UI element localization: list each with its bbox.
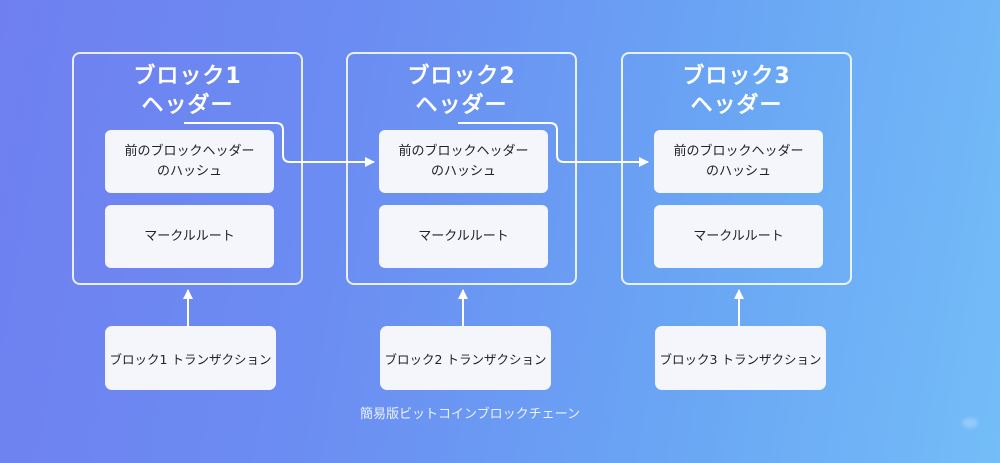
block-title-line1: ブロック1	[133, 64, 242, 89]
link-arrow-block2-to-block3	[458, 122, 649, 167]
block-2-title: ブロック2 ヘッダー	[348, 62, 575, 120]
merkle-root-label: マークルルート	[144, 228, 235, 244]
merkle-root-label: マークルルート	[418, 228, 509, 244]
sparkle-decoration	[962, 418, 978, 428]
prev-hash-line1: 前のブロックヘッダー	[124, 143, 255, 159]
merkle-root-label: マークルルート	[693, 228, 784, 244]
block-title-line1: ブロック2	[407, 64, 516, 89]
block-title-line1: ブロック3	[682, 64, 791, 89]
diagram-caption: 簡易版ビットコインブロックチェーン	[360, 407, 580, 422]
prev-hash-line1: 前のブロックヘッダー	[398, 143, 529, 159]
prev-hash-line2: のハッシュ	[156, 163, 222, 179]
transactions-label: ブロック2 トランザクション	[384, 351, 547, 367]
block-3-header: ブロック3 ヘッダー 前のブロックヘッダー のハッシュ マークルルート	[621, 52, 852, 285]
prev-hash-box: 前のブロックヘッダー のハッシュ	[654, 130, 823, 193]
transactions-label: ブロック1 トランザクション	[109, 351, 272, 367]
prev-hash-box: 前のブロックヘッダー のハッシュ	[105, 130, 274, 193]
transactions-label: ブロック3 トランザクション	[659, 351, 822, 367]
block-title-line2: ヘッダー	[690, 93, 783, 118]
prev-hash-line1: 前のブロックヘッダー	[673, 143, 804, 159]
merkle-root-box: マークルルート	[654, 205, 823, 268]
block-3-title: ブロック3 ヘッダー	[623, 62, 850, 120]
block-2-transactions: ブロック2 トランザクション	[380, 326, 551, 390]
block-title-line2: ヘッダー	[141, 93, 234, 118]
block-2-header: ブロック2 ヘッダー 前のブロックヘッダー のハッシュ マークルルート	[346, 52, 577, 285]
merkle-root-box: マークルルート	[105, 205, 274, 268]
prev-hash-line2: のハッシュ	[705, 163, 771, 179]
link-arrow-block1-to-block2	[184, 122, 375, 167]
block-1-title: ブロック1 ヘッダー	[74, 62, 301, 120]
block-1-header: ブロック1 ヘッダー 前のブロックヘッダー のハッシュ マークルルート	[72, 52, 303, 285]
prev-hash-box: 前のブロックヘッダー のハッシュ	[379, 130, 548, 193]
block-3-transactions: ブロック3 トランザクション	[655, 326, 826, 390]
block-title-line2: ヘッダー	[415, 93, 508, 118]
prev-hash-line2: のハッシュ	[430, 163, 496, 179]
merkle-root-box: マークルルート	[379, 205, 548, 268]
block-1-transactions: ブロック1 トランザクション	[105, 326, 276, 390]
